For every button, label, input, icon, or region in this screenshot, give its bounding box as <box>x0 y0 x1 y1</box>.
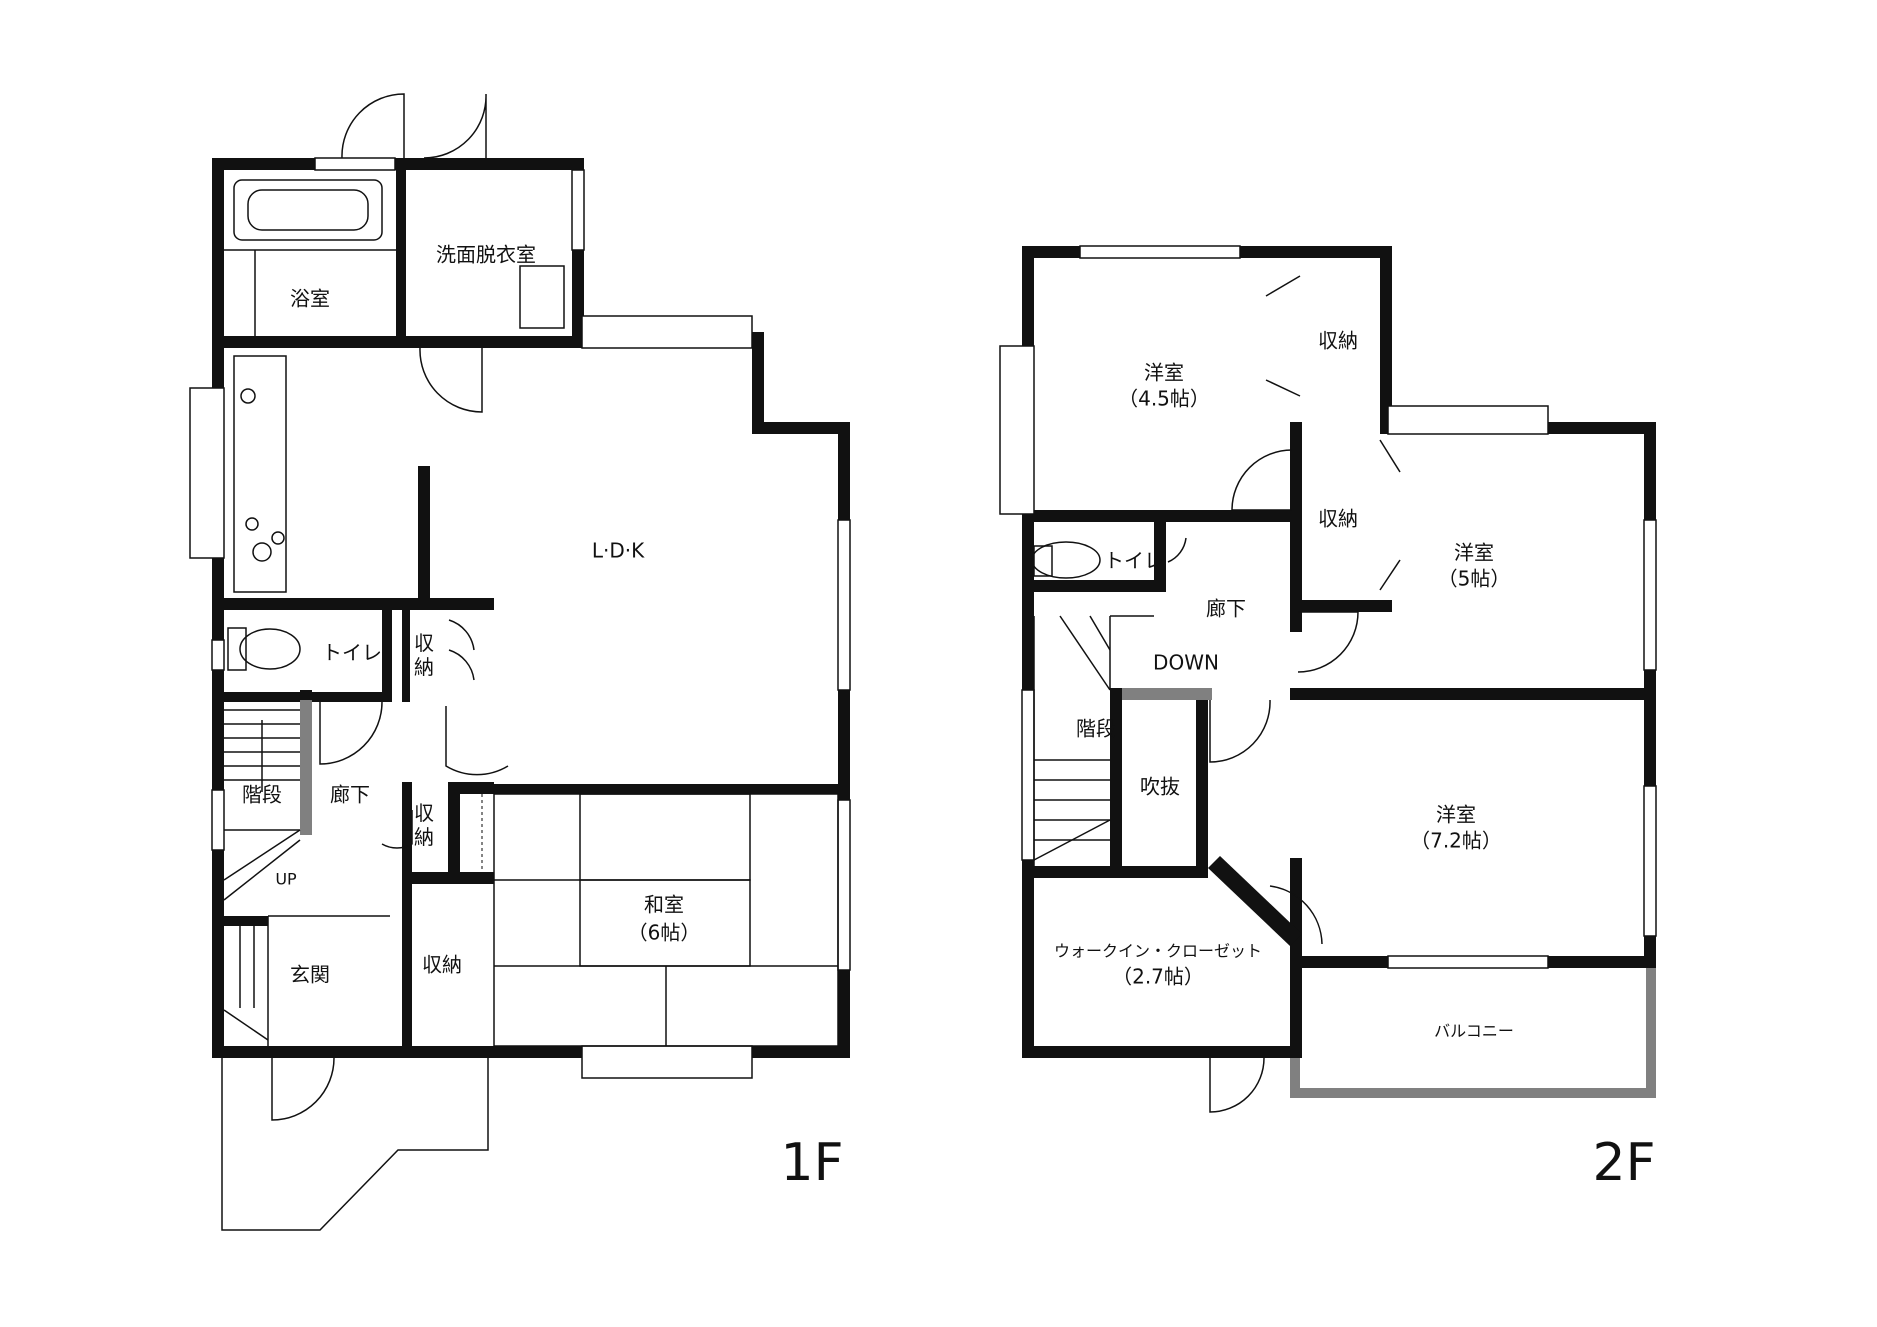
room-label-washroom: 洗面脱衣室 <box>436 243 536 267</box>
room-label-western-b: 洋室 <box>1454 541 1494 565</box>
wall <box>494 784 838 794</box>
floor-2-title: 2F <box>1593 1133 1656 1193</box>
window <box>1079 245 1241 259</box>
wall <box>1290 688 1656 700</box>
stair-rail <box>300 700 312 835</box>
room-label-western-c-size: （7.2帖） <box>1410 829 1502 853</box>
wall <box>1154 522 1166 592</box>
toilet-fixture <box>227 627 247 671</box>
wall <box>418 466 430 610</box>
wall <box>752 332 764 432</box>
stair-rail <box>1110 688 1212 700</box>
room-label-void: 吹抜 <box>1140 775 1180 799</box>
window <box>571 169 585 251</box>
window <box>189 387 225 559</box>
room-label-bath: 浴室 <box>290 287 330 311</box>
room-label-japanese-room: 和室 <box>644 893 684 917</box>
window <box>211 789 225 851</box>
wall <box>402 872 494 884</box>
toilet-fixture <box>1033 545 1053 577</box>
wall <box>212 1046 850 1058</box>
room-label-walkin-size: （2.7帖） <box>1112 965 1204 989</box>
wall <box>1290 600 1392 612</box>
wall <box>402 610 410 702</box>
bathtub-inner <box>247 189 369 231</box>
stairs-2f <box>1033 615 1154 866</box>
room-label-storage-a: 収納 <box>414 631 434 679</box>
door-swing <box>341 93 405 159</box>
room-label-stairs: 階段 <box>242 783 282 807</box>
down-mark: DOWN <box>1153 651 1219 675</box>
room-label-western-a: 洋室 <box>1144 361 1184 385</box>
window <box>999 345 1035 515</box>
floor-1-plan: 浴室 洗面脱衣室 L·D·K トイレ 収納 階段 廊下 収納 UP 和室 （6帖… <box>189 93 851 1231</box>
wall <box>212 916 268 926</box>
room-label-western-c: 洋室 <box>1436 803 1476 827</box>
room-label-stairs: 階段 <box>1076 717 1116 741</box>
window <box>314 157 396 171</box>
room-label-hallway: 廊下 <box>330 783 370 807</box>
window <box>211 639 225 671</box>
wall <box>1196 700 1208 870</box>
wall <box>1022 580 1164 592</box>
wall <box>1380 246 1392 424</box>
room-label-western-a-size: （4.5帖） <box>1118 387 1210 411</box>
floor-2-plan: 洋室 （4.5帖） 収納 収納 洋室 （5帖） トイレ 廊下 DOWN 階段 吹… <box>999 245 1657 1193</box>
wash-basin <box>519 265 565 329</box>
wall <box>1290 956 1302 1058</box>
balcony-rail <box>1290 1058 1300 1098</box>
wall <box>402 782 412 1058</box>
room-label-ldk: L·D·K <box>592 539 645 563</box>
room-label-toilet: トイレ <box>322 641 382 665</box>
window <box>581 315 753 349</box>
stairs-1f <box>223 709 301 901</box>
wall <box>1290 422 1302 632</box>
room-label-storage-b: 収納 <box>414 801 434 849</box>
kitchen-counter <box>233 355 287 593</box>
window <box>837 799 851 971</box>
tatami <box>493 793 839 1047</box>
up-mark: UP <box>275 870 297 889</box>
bathtub <box>233 179 383 241</box>
room-label-storage-b: 収納 <box>1318 507 1358 531</box>
window <box>581 1045 753 1079</box>
wall <box>1022 510 1298 522</box>
wall <box>1290 858 1302 968</box>
wall <box>448 782 460 872</box>
window <box>837 519 851 691</box>
room-label-japanese-room-size: （6帖） <box>628 921 701 945</box>
wall <box>1110 688 1122 878</box>
room-label-storage-c: 収納 <box>422 953 462 977</box>
window <box>1387 955 1549 969</box>
wall <box>382 610 392 702</box>
window <box>1021 689 1035 861</box>
wall <box>752 422 850 434</box>
window <box>1643 785 1657 937</box>
room-label-walkin: ウォークイン・クローゼット <box>1054 942 1262 961</box>
wall <box>1022 1046 1290 1058</box>
wall <box>212 598 494 610</box>
balcony-rail <box>1646 968 1656 1098</box>
balcony-rail <box>1290 1088 1656 1098</box>
room-label-toilet: トイレ <box>1104 549 1164 573</box>
window <box>1643 519 1657 671</box>
floor-1-title: 1F <box>781 1133 844 1193</box>
wall <box>1208 856 1302 946</box>
wall <box>396 158 406 348</box>
room-label-hallway: 廊下 <box>1206 597 1246 621</box>
room-label-western-b-size: （5帖） <box>1438 567 1511 591</box>
room-label-storage-a: 収納 <box>1318 329 1358 353</box>
window <box>1387 405 1549 435</box>
room-label-balcony: バルコニー <box>1434 1022 1514 1041</box>
room-label-entrance: 玄関 <box>290 963 330 987</box>
